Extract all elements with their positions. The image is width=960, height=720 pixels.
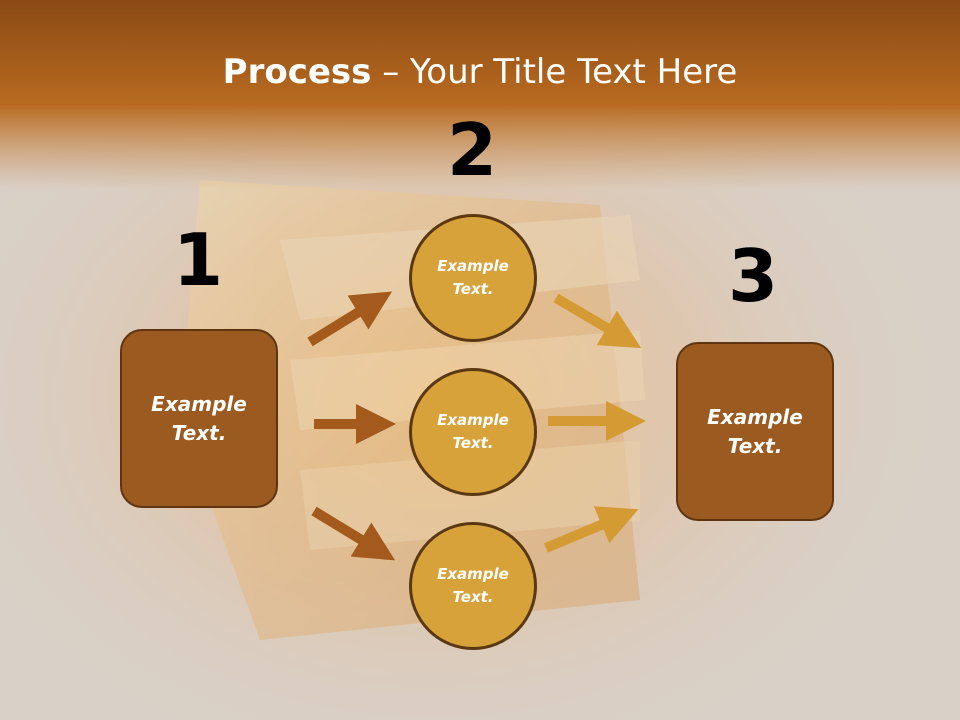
title-separator: – (371, 52, 411, 92)
start-box-line-2: Text. (171, 420, 227, 445)
circle-2-line-1: Example (437, 411, 509, 429)
arrow-to-circle-3 (311, 506, 396, 561)
end-box-line-1: Example (707, 404, 803, 429)
end-box-line-2: Text. (727, 433, 783, 458)
process-circle-3: Example Text. (409, 522, 537, 650)
step-number-1: 1 (172, 218, 224, 302)
arrow-to-circle-1 (307, 291, 393, 347)
title-rest: Your Title Text Here (410, 52, 738, 92)
process-circle-1: Example Text. (409, 214, 537, 342)
circle-3-line-1: Example (437, 565, 509, 583)
step-number-2: 2 (446, 108, 498, 192)
step-number-3: 3 (727, 234, 779, 318)
circle-2-line-2: Text. (452, 434, 494, 452)
arrow-from-circle-1 (553, 293, 642, 349)
circle-1-line-2: Text. (452, 280, 494, 298)
process-circle-2: Example Text. (409, 368, 537, 496)
circle-1-line-1: Example (437, 257, 509, 275)
title-bold: Process (222, 52, 372, 92)
arrow-from-circle-3 (544, 506, 639, 553)
start-box-line-1: Example (151, 391, 247, 416)
slide-title: Process – Your Title Text Here (0, 52, 960, 92)
start-box: Example Text. (120, 329, 278, 508)
circle-3-line-2: Text. (452, 588, 494, 606)
end-box: Example Text. (676, 342, 834, 521)
